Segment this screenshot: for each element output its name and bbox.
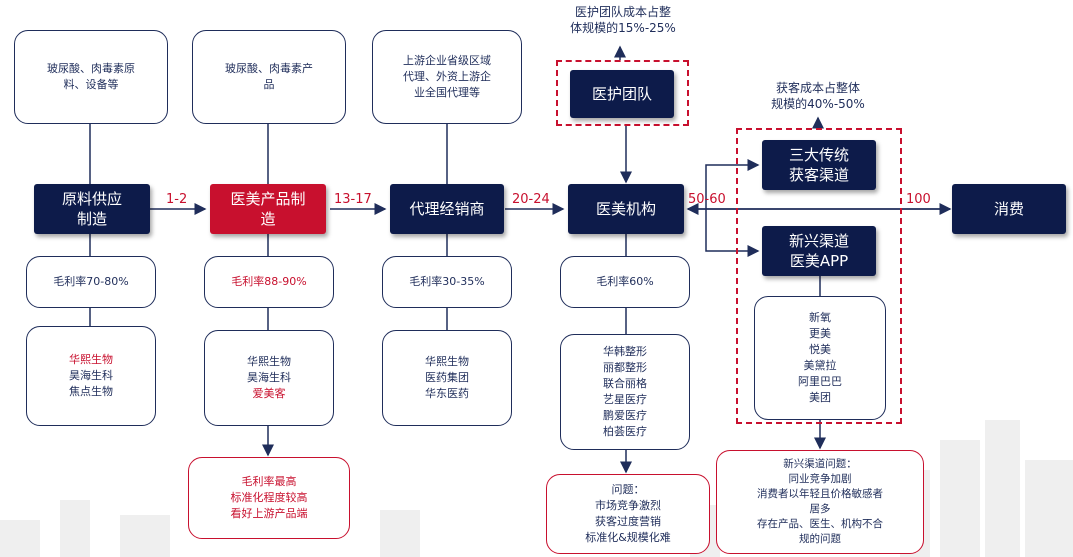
medical-team-label: 医护团队 [591, 85, 652, 103]
acquisition-highlight [736, 128, 902, 424]
company-item: 新氧 [809, 311, 831, 324]
product-margin-text: 毛利率88-90% [231, 275, 307, 288]
emerging-channel-label: 新兴渠道 医美APP [788, 232, 849, 270]
multiple-label-4: 50-60 [688, 192, 726, 207]
company-item: 柏荟医疗 [603, 425, 647, 438]
multiple-label-5: 100 [906, 192, 931, 207]
product-info-text: 玻尿酸、肉毒素产 品 [225, 62, 313, 91]
company-item: 华东医药 [425, 387, 469, 400]
flow-arrow-branch [705, 159, 760, 209]
product-callout: 毛利率最高 标准化程度较高 看好上游产品端 [188, 457, 350, 539]
company-item: 更美 [809, 327, 831, 340]
distributor-info-text: 上游企业省级区域 代理、外资上游企 业全国代理等 [403, 54, 491, 99]
company-item: 联合丽格 [603, 377, 647, 390]
company-item: 丽都整形 [603, 361, 647, 374]
clinic-callout-text: 问题： 市场竞争激烈 获客过度营销 标准化&规模化难 [585, 483, 671, 544]
company-item: 昊海生科 [69, 369, 113, 382]
company-item: 华熙生物 [425, 355, 469, 368]
company-item: 医药集团 [425, 371, 469, 384]
company-item: 华熙生物 [247, 355, 291, 368]
traditional-channel-label: 三大传统 获客渠道 [788, 146, 849, 184]
raw-material-companies: 华熙生物 昊海生科 焦点生物 [26, 326, 156, 426]
company-item: 悦美 [809, 343, 831, 356]
distributor-label: 代理经销商 [409, 200, 485, 218]
app-companies: 新氧 更美 悦美 美黛拉 阿里巴巴 美团 [754, 296, 886, 420]
medical-team-cost-note: 医护团队成本占整 体规模的15%-25% [556, 4, 690, 36]
emerging-callout: 新兴渠道问题： 同业竞争加剧 消费者以年轻且价格敏感者 居多 存在产品、医生、机… [716, 450, 924, 554]
distributor-margin-text: 毛利率30-35% [409, 275, 485, 288]
multiple-label-1: 1-2 [166, 192, 188, 207]
distributor-node: 代理经销商 [390, 184, 504, 234]
consumer-label: 消费 [993, 200, 1024, 218]
raw-material-info-text: 玻尿酸、肉毒素原 料、设备等 [47, 62, 135, 91]
product-margin: 毛利率88-90% [204, 256, 334, 308]
company-item: 阿里巴巴 [798, 375, 842, 388]
distributor-companies: 华熙生物 医药集团 华东医药 [382, 330, 512, 426]
distributor-info: 上游企业省级区域 代理、外资上游企 业全国代理等 [372, 30, 522, 124]
company-item: 美团 [809, 391, 831, 404]
raw-material-node: 原料供应 制造 [34, 184, 150, 234]
emerging-channel-node: 新兴渠道 医美APP [762, 226, 876, 276]
distributor-margin: 毛利率30-35% [382, 256, 512, 308]
product-mfg-label: 医美产品制 造 [230, 190, 306, 228]
raw-material-info: 玻尿酸、肉毒素原 料、设备等 [14, 30, 168, 124]
acquisition-cost-text: 获客成本占整体 规模的40%-50% [771, 81, 865, 111]
emerging-callout-text: 新兴渠道问题： 同业竞争加剧 消费者以年轻且价格敏感者 居多 存在产品、医生、机… [757, 458, 883, 545]
company-item: 鹏爱医疗 [603, 409, 647, 422]
medical-team-highlight [556, 60, 689, 126]
product-info: 玻尿酸、肉毒素产 品 [192, 30, 346, 124]
flow-arrow-branch [705, 209, 760, 257]
clinic-node: 医美机构 [568, 184, 684, 234]
raw-material-margin-text: 毛利率70-80% [53, 275, 129, 288]
medical-team-node: 医护团队 [570, 70, 674, 118]
company-item: 艺星医疗 [603, 393, 647, 406]
company-item: 美黛拉 [803, 359, 837, 372]
acquisition-cost-note: 获客成本占整体 规模的40%-50% [748, 80, 888, 112]
clinic-margin: 毛利率60% [560, 256, 690, 308]
multiple-label-3: 20-24 [512, 192, 550, 207]
clinic-margin-text: 毛利率60% [596, 275, 654, 288]
clinic-label: 医美机构 [595, 200, 656, 218]
traditional-channel-node: 三大传统 获客渠道 [762, 140, 876, 190]
multiple-label-2: 13-17 [334, 192, 372, 207]
clinic-callout: 问题： 市场竞争激烈 获客过度营销 标准化&规模化难 [546, 474, 710, 554]
clinic-companies: 华韩整形 丽都整形 联合丽格 艺星医疗 鹏爱医疗 柏荟医疗 [560, 334, 690, 450]
consumer-node: 消费 [952, 184, 1066, 234]
company-item: 焦点生物 [69, 385, 113, 398]
company-item: 爱美客 [252, 387, 286, 400]
product-mfg-node: 医美产品制 造 [210, 184, 326, 234]
raw-material-label: 原料供应 制造 [61, 190, 122, 228]
raw-material-margin: 毛利率70-80% [26, 256, 156, 308]
product-companies: 华熙生物 昊海生科 爱美客 [204, 330, 334, 426]
medical-team-cost-text: 医护团队成本占整 体规模的15%-25% [570, 5, 676, 35]
company-item: 华熙生物 [69, 353, 113, 366]
product-callout-text: 毛利率最高 标准化程度较高 看好上游产品端 [230, 475, 308, 520]
company-item: 昊海生科 [247, 371, 291, 384]
company-item: 华韩整形 [603, 345, 647, 358]
